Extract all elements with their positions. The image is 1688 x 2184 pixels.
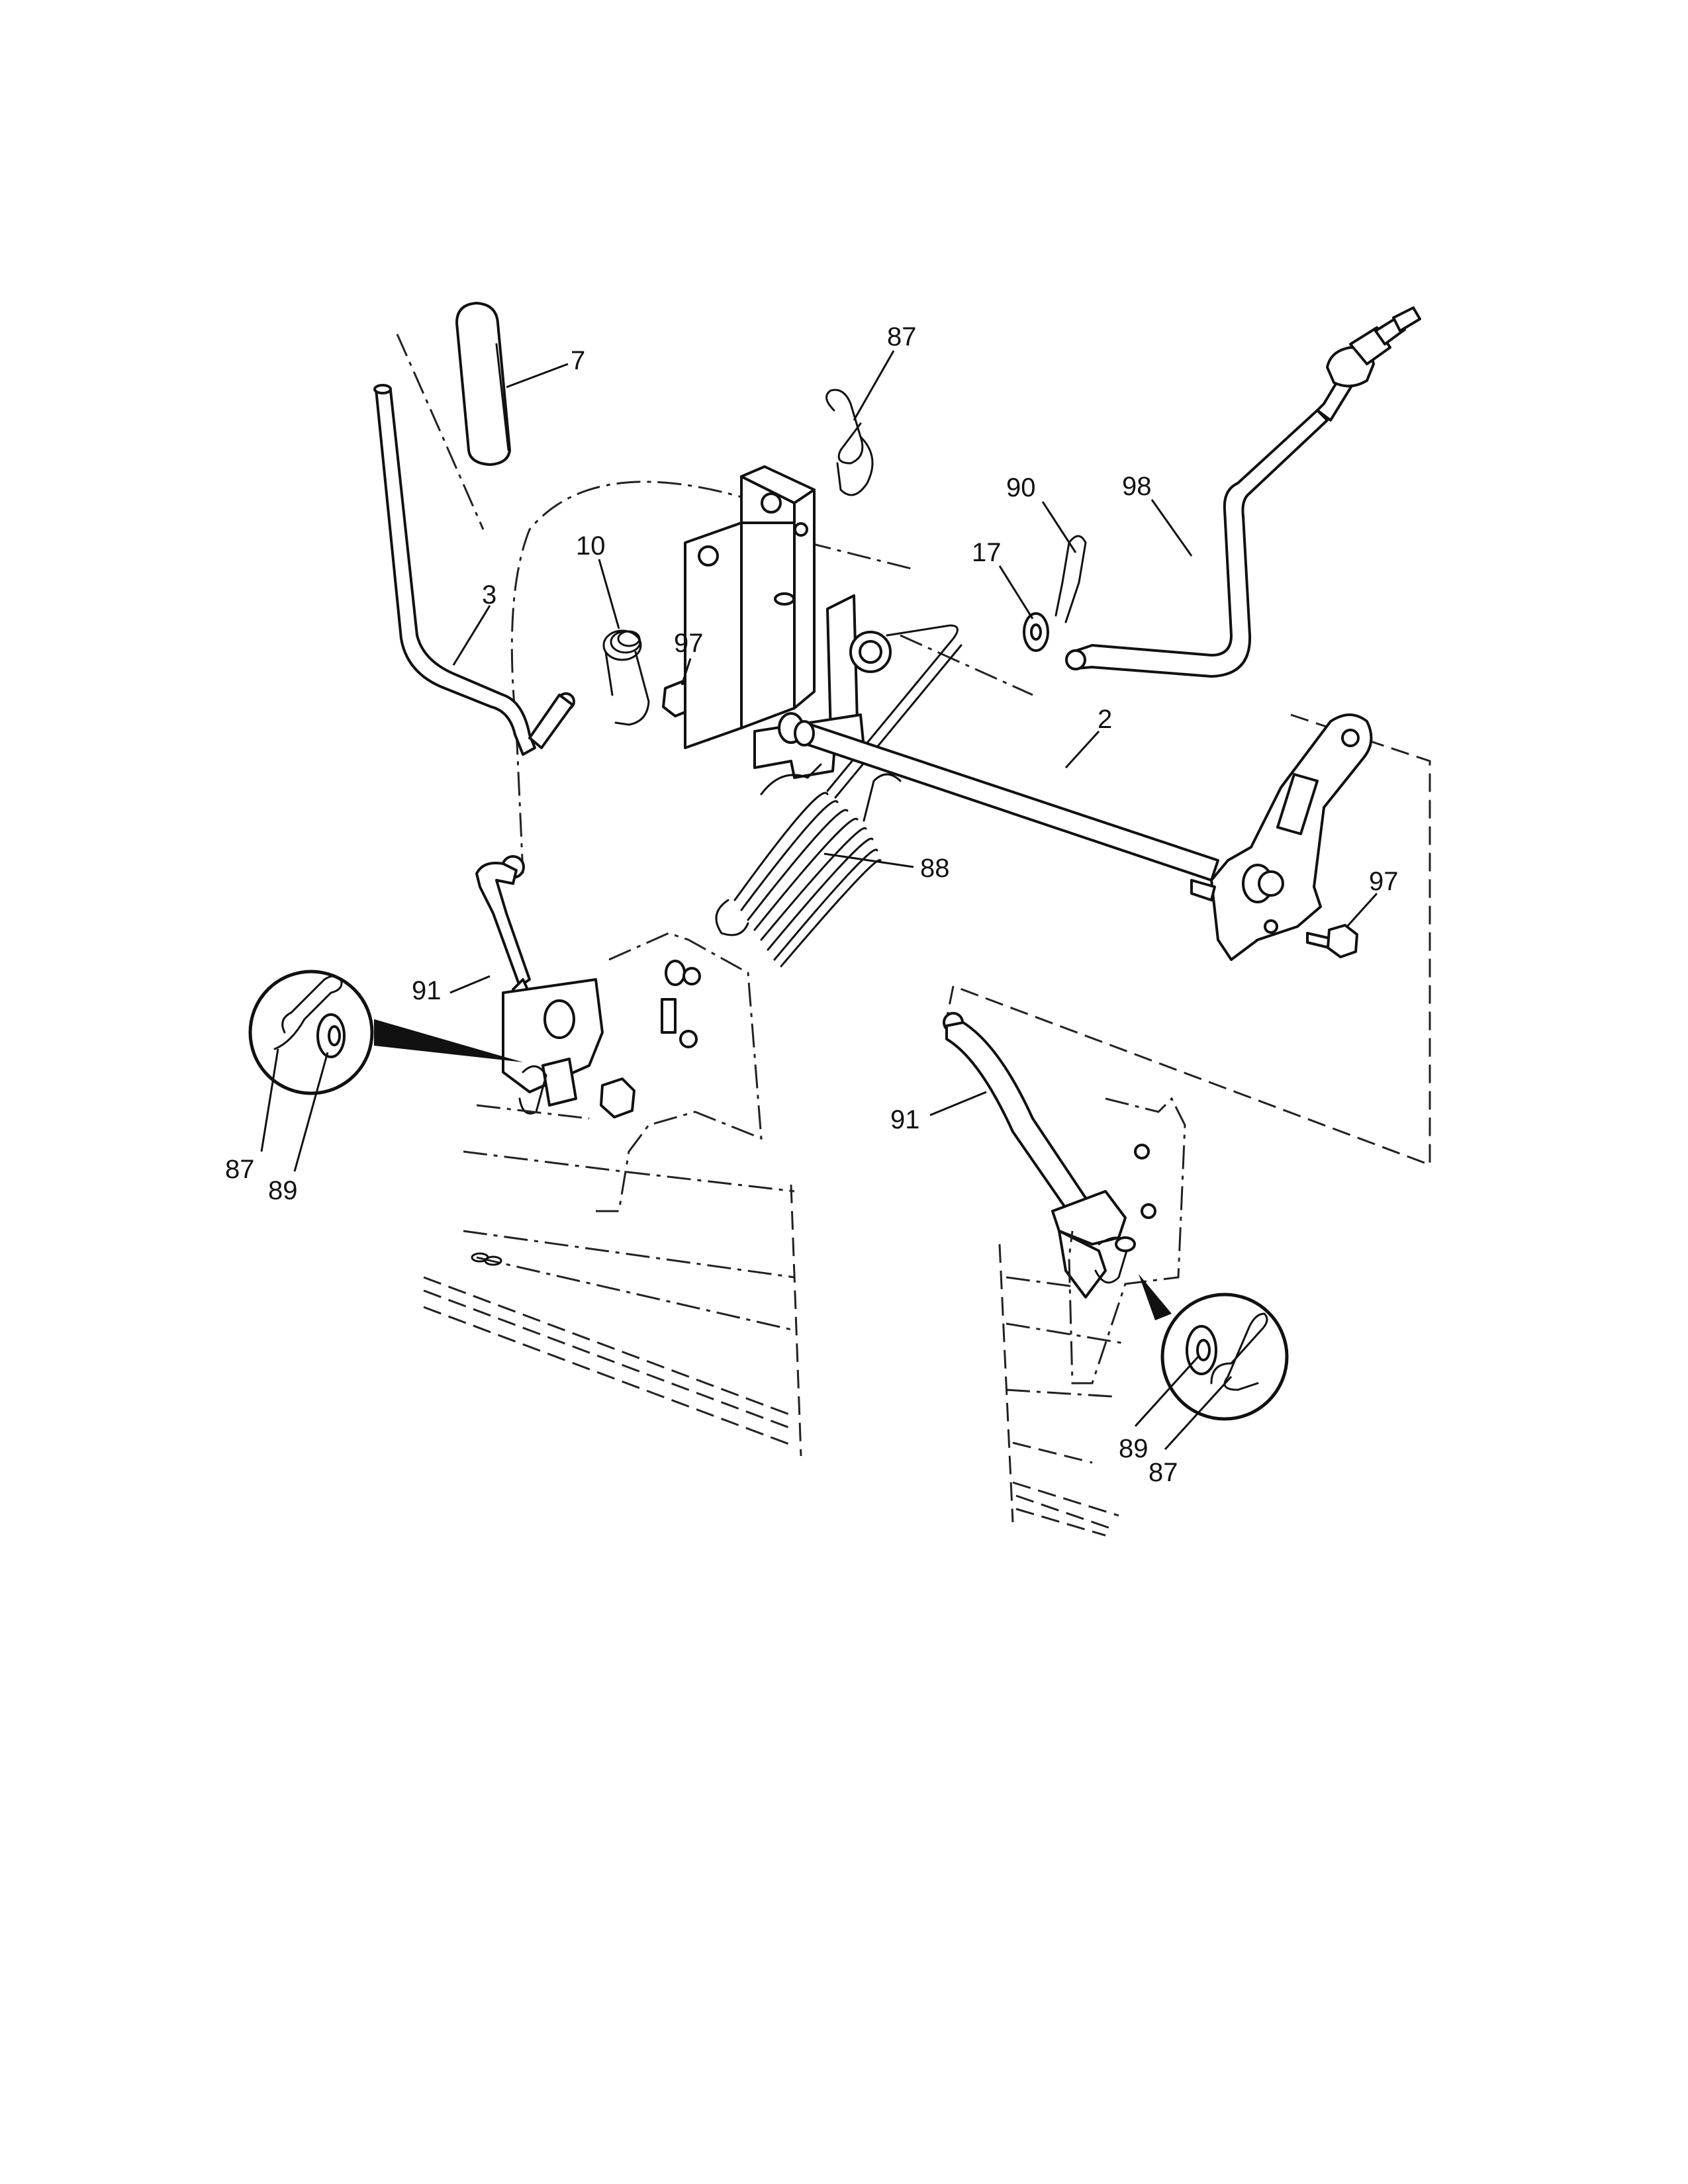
callout-97-right: 97 <box>1369 867 1399 896</box>
lift-shaft-part-2 <box>778 712 1219 882</box>
callout-89-left: 89 <box>268 1176 298 1205</box>
callout-91-right: 91 <box>890 1105 920 1134</box>
callout-7: 7 <box>571 346 585 375</box>
lift-arm-part-91-left <box>475 855 635 1118</box>
lift-link-rod-part-98 <box>1065 306 1421 678</box>
left-detail-magnifier <box>248 970 523 1095</box>
right-lift-arm-bracket <box>1190 713 1373 961</box>
lift-arm-part-91-right <box>943 1012 1130 1298</box>
callout-3: 3 <box>482 580 496 610</box>
spring-link-wire <box>826 624 962 799</box>
main-mounting-bracket <box>684 465 892 779</box>
left-deck-side-plate <box>423 932 802 1457</box>
callout-97-left: 97 <box>674 629 704 658</box>
callout-10: 10 <box>576 531 606 561</box>
callout-87-left: 87 <box>225 1155 255 1184</box>
callout-17: 17 <box>972 538 1002 567</box>
extension-spring-part-88 <box>715 763 902 968</box>
callout-labels: 7 87 90 98 17 10 3 97 2 88 97 91 87 89 9… <box>225 322 1399 1487</box>
lift-lever-rod-part-3 <box>373 384 575 756</box>
right-deck-side-plate <box>998 1097 1186 1537</box>
right-detail-magnifier <box>1139 1274 1289 1421</box>
callout-90: 90 <box>1006 473 1036 502</box>
bolt-part-97-right <box>1306 924 1358 958</box>
callout-88: 88 <box>920 854 950 883</box>
leader-lines <box>260 350 1378 1451</box>
callout-87-right: 87 <box>1149 1458 1178 1487</box>
callout-91-left: 91 <box>412 976 442 1005</box>
callout-89-right: 89 <box>1119 1434 1149 1463</box>
torsion-spring-part-10 <box>602 629 650 726</box>
callout-87-top: 87 <box>887 322 917 351</box>
washer-part-17 <box>1023 612 1049 652</box>
hairpin-clip-part-87-top <box>825 388 874 496</box>
callout-98: 98 <box>1122 472 1152 501</box>
cotter-pin-part-90 <box>1055 535 1087 623</box>
handle-grip-part-7 <box>455 302 511 466</box>
callout-2: 2 <box>1098 705 1112 734</box>
